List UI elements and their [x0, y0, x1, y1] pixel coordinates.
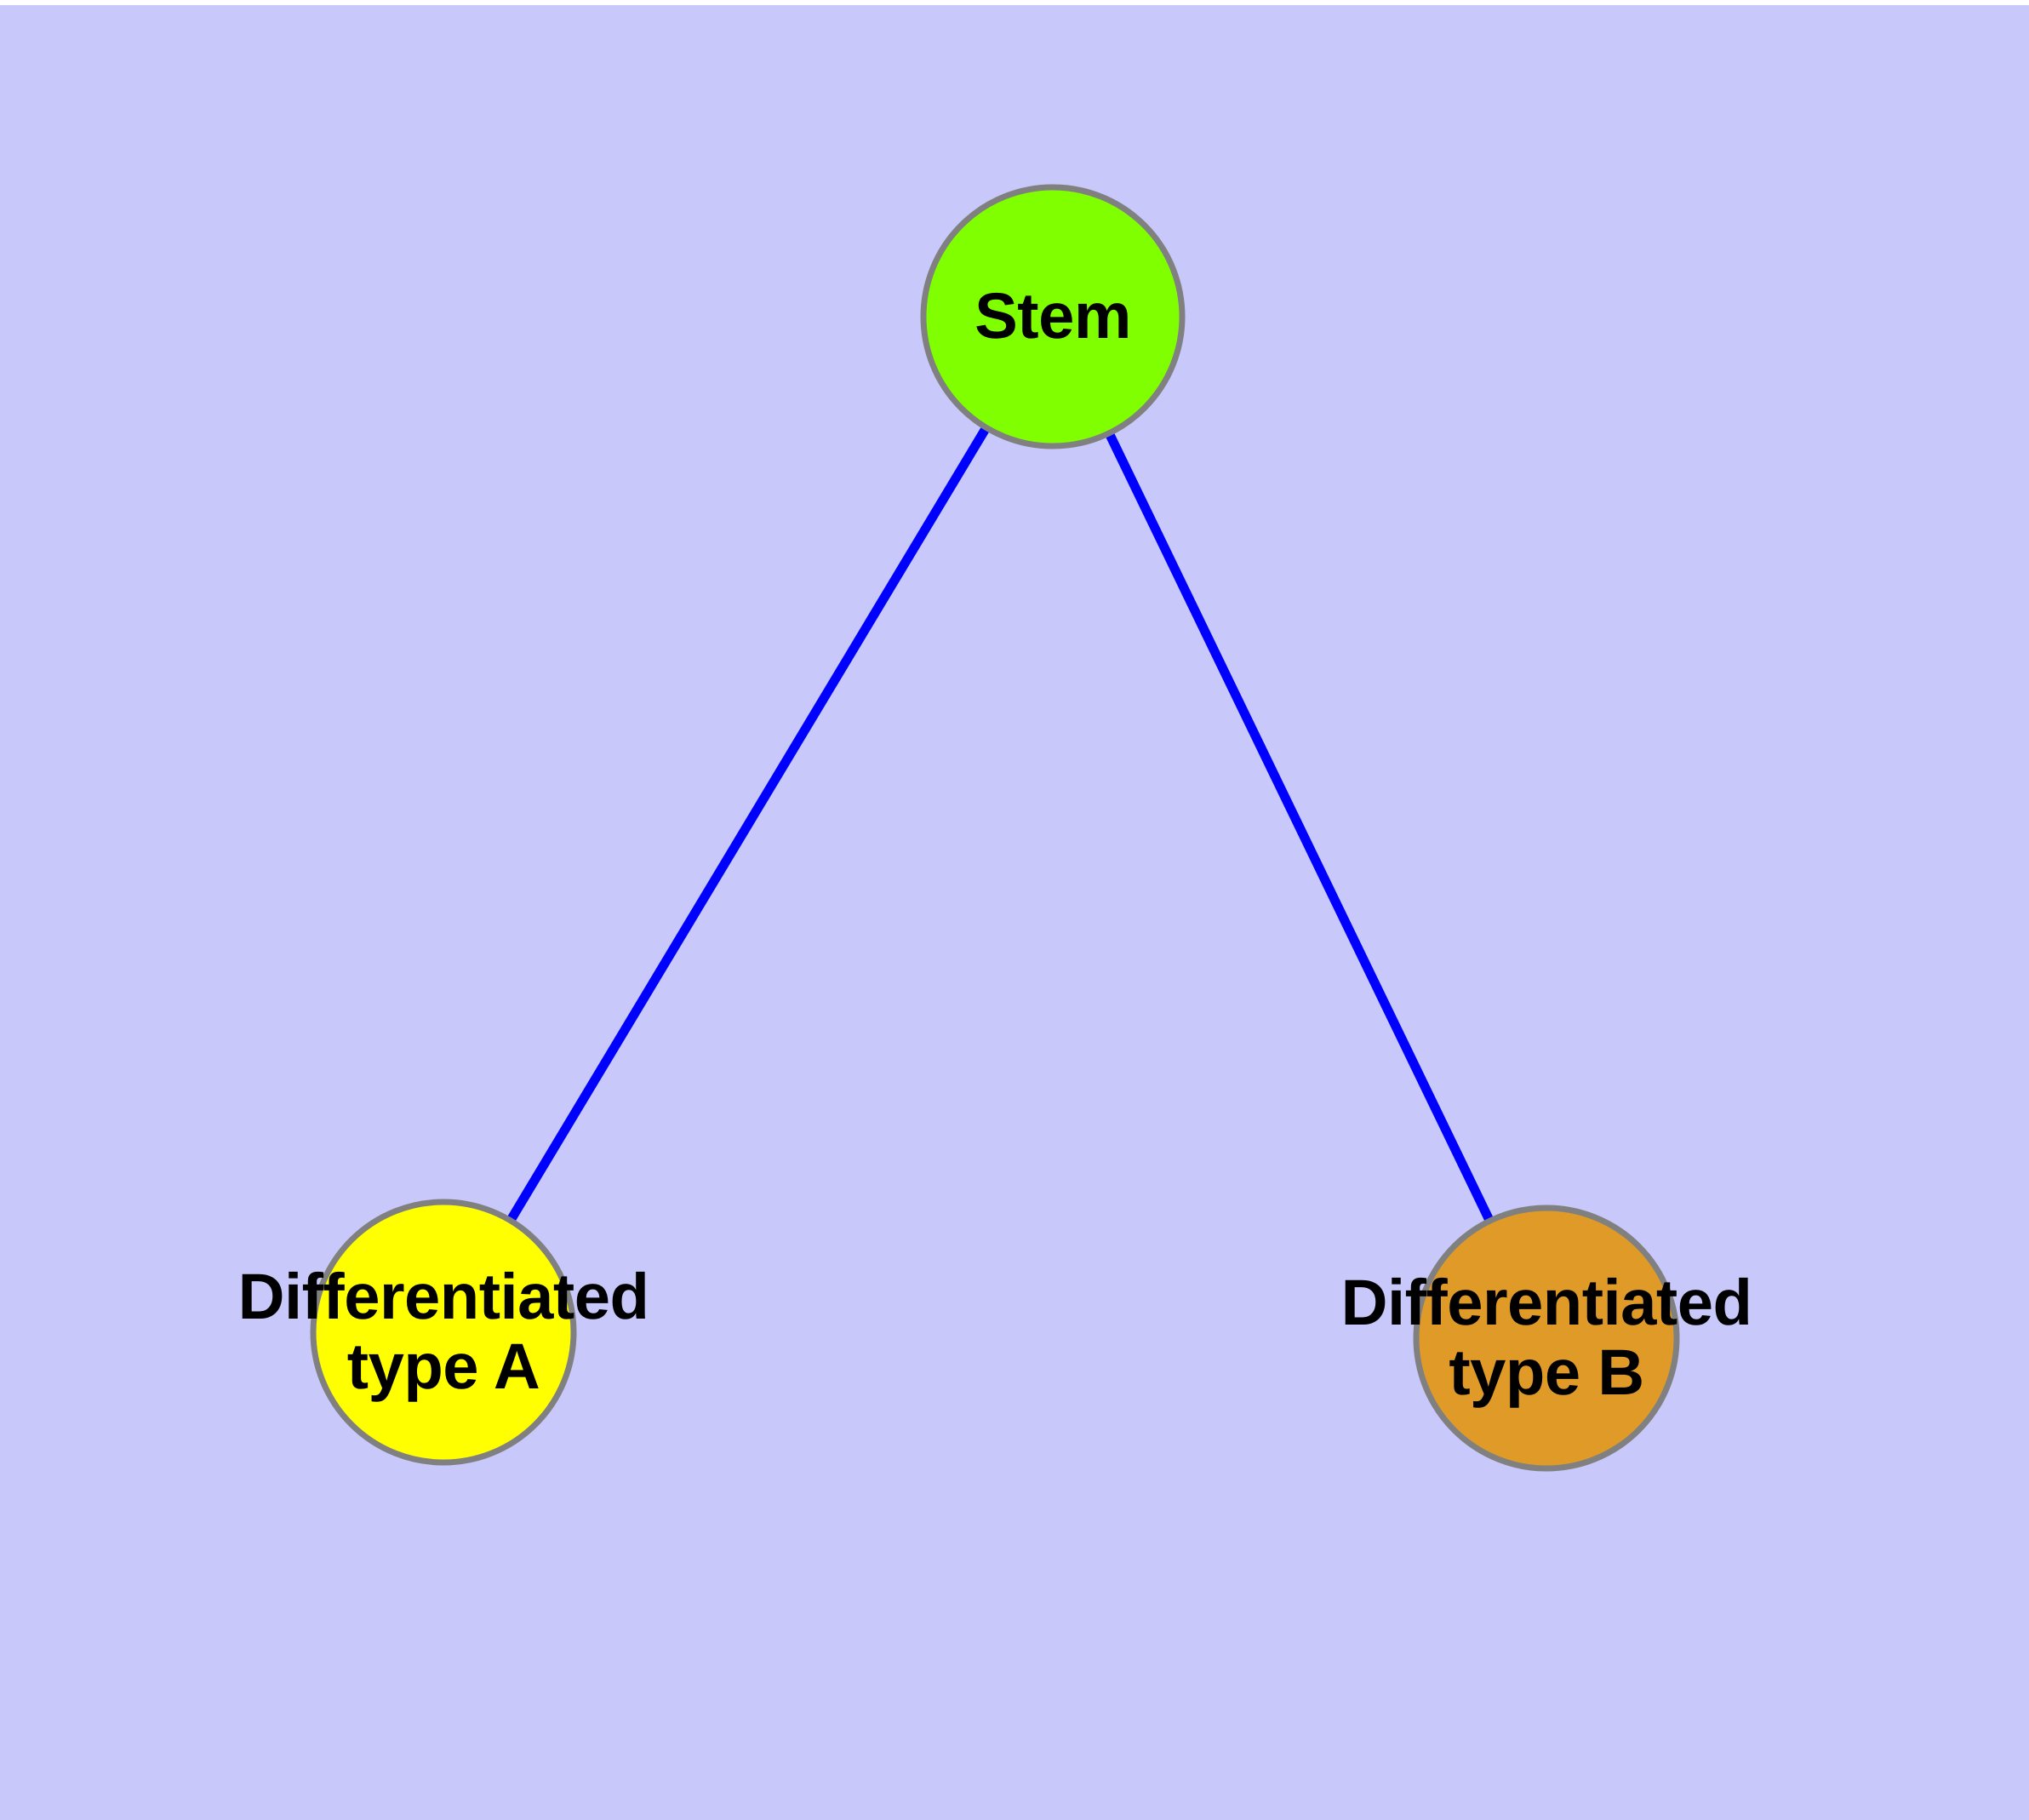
- node-stem[interactable]: [920, 184, 1186, 449]
- node-differentiated-type-a[interactable]: [310, 1199, 577, 1466]
- edge-stem-to-differentiated-type-b[interactable]: [1104, 429, 1495, 1225]
- cell-differentiation-graph: [310, 184, 1680, 1472]
- node-differentiated-type-b[interactable]: [1413, 1205, 1680, 1472]
- edge-stem-to-differentiated-type-a[interactable]: [505, 423, 992, 1225]
- node-layer: [310, 184, 1680, 1472]
- diagram-background: Stem Differentiated type A Differentiate…: [0, 5, 2029, 1820]
- edge-layer: [505, 423, 1495, 1225]
